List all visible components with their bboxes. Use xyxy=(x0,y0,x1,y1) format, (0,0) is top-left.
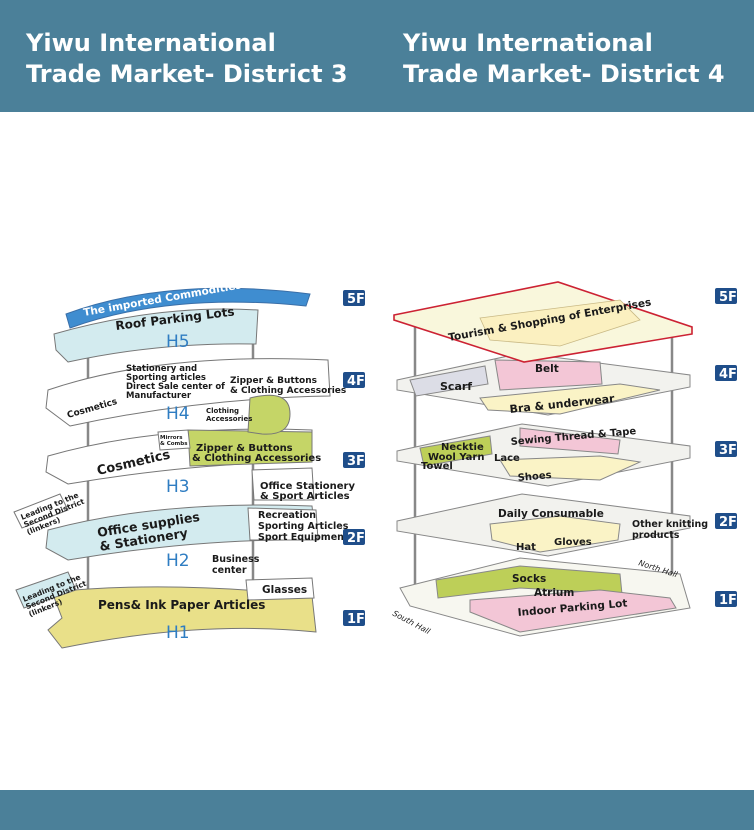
floor-badge: 1F xyxy=(715,591,737,608)
district-4-title: Yiwu International Trade Market- Distric… xyxy=(403,29,725,88)
d4-floor-3: Necktie Wool Yarn Towel Lace Sewing Thre… xyxy=(396,423,691,487)
wool-yarn-label: Wool Yarn xyxy=(428,452,484,463)
d4-floor-badges: 5F 4F 3F 2F 1F xyxy=(715,288,737,608)
d4-floor-4: Scarf Belt Bra & underwear xyxy=(396,352,691,416)
recreation-label: Recreation Sporting Articles Sport Equip… xyxy=(258,510,352,543)
zipper-3f-label: Zipper & Buttons & Clothing Accessories xyxy=(192,443,321,464)
recreation-area xyxy=(247,507,319,541)
district-3-title: Yiwu International Trade Market- Distric… xyxy=(26,29,348,88)
svg-text:3F: 3F xyxy=(719,443,737,458)
footer-bar xyxy=(0,790,754,830)
zipper-4f-label: Zipper & Buttons & Clothing Accessories xyxy=(230,376,346,396)
office-stationery-area xyxy=(251,467,315,501)
indoor-parking-area xyxy=(469,589,677,633)
scarf-area xyxy=(409,365,489,397)
hat-label: Hat xyxy=(516,542,536,553)
svg-text:1F: 1F xyxy=(347,612,365,627)
hall-h3-label: H3 xyxy=(166,477,190,497)
south-hall-label: South Hall xyxy=(391,609,432,637)
hall-h4-label: H4 xyxy=(166,404,190,424)
glasses-label: Glasses xyxy=(262,584,307,596)
socks-label: Socks xyxy=(512,573,546,585)
d4-floor-5: Tourism & Shopping of Enterprises xyxy=(393,281,693,363)
floor-badge: 4F xyxy=(343,372,365,389)
other-knitting-label: Other knitting products xyxy=(632,519,711,541)
necktie-label: Necktie xyxy=(441,442,484,453)
glasses-area xyxy=(245,577,315,601)
mirrors-area xyxy=(157,429,191,451)
svg-text:3F: 3F xyxy=(347,454,365,469)
belt-label: Belt xyxy=(535,363,559,375)
district-4-diagram: Socks Atrium Indoor Parking Lot North Ha… xyxy=(391,281,711,637)
floor-1-pens-area xyxy=(47,586,317,649)
roof-parking-area xyxy=(53,308,259,363)
floor-badge: 2F xyxy=(343,529,365,546)
necktie-area xyxy=(419,435,493,467)
hall-h1-label: H1 xyxy=(166,623,190,643)
floor-diagrams: Leading to the Second District (linkers)… xyxy=(13,274,737,649)
shoes-label: Shoes xyxy=(517,470,552,484)
floor-badge: 1F xyxy=(343,610,365,627)
floor-badge: 3F xyxy=(343,452,365,469)
header-banner: Yiwu International Trade Market- Distric… xyxy=(0,0,754,112)
daily-consumable-label: Daily Consumable xyxy=(498,508,604,520)
d3-floor-4: Cosmetics Stationery and Sporting articl… xyxy=(45,358,346,435)
svg-text:2F: 2F xyxy=(719,515,737,530)
floor-badge: 4F xyxy=(715,365,737,382)
d4-floor-2: Daily Consumable Hat Gloves Other knitti… xyxy=(396,493,711,557)
svg-text:5F: 5F xyxy=(719,290,737,305)
stationery-4f-label: Stationery and Sporting articles Direct … xyxy=(126,364,228,401)
belt-area xyxy=(494,359,603,391)
d4-floor-1: Socks Atrium Indoor Parking Lot North Ha… xyxy=(391,557,691,637)
floor-badge: 3F xyxy=(715,441,737,458)
link-corridor-2f xyxy=(13,493,69,529)
imported-mall-area xyxy=(65,287,311,329)
link-corridor-1f xyxy=(15,571,77,609)
d3-floor-2: Leading to the Second District (linkers)… xyxy=(13,490,352,576)
hat-gloves-area xyxy=(489,515,621,553)
svg-text:4F: 4F xyxy=(347,374,365,389)
district-3-diagram: Leading to the Second District (linkers)… xyxy=(13,274,359,649)
d3-floor-3: Cosmetics Mirrors & Combs Zipper & Butto… xyxy=(45,428,359,502)
clothing-4f-label: Clothing Accessories xyxy=(206,407,252,423)
pens-label: Pens& Ink Paper Articles xyxy=(98,598,265,612)
mirrors-label: Mirrors & Combs xyxy=(160,435,188,447)
sewing-area xyxy=(519,427,621,455)
bra-area xyxy=(479,383,661,415)
shoes-area xyxy=(499,455,642,481)
towel-label: Towel xyxy=(421,461,453,472)
d3-floor-5: The imported Commodities Mall Roof Parki… xyxy=(53,274,311,363)
gloves-label: Gloves xyxy=(554,537,592,548)
floor-5-grid xyxy=(479,299,641,347)
hall-h2-label: H2 xyxy=(166,551,190,571)
floor-badge: 5F xyxy=(343,290,365,307)
svg-text:1F: 1F xyxy=(719,593,737,608)
d3-floor-badges: 5F 4F 3F 2F 1F xyxy=(343,290,365,627)
floor-badge: 2F xyxy=(715,513,737,530)
d3-floor-1: Leading to the Second District (linkers)… xyxy=(15,571,317,649)
office-sport-label: Office Stationery & Sport Articles xyxy=(260,481,359,502)
clothing-4f-area xyxy=(247,394,291,435)
business-center-label: Business center xyxy=(212,554,263,576)
floor-4-area xyxy=(45,358,331,427)
scarf-label: Scarf xyxy=(440,380,472,393)
svg-text:5F: 5F xyxy=(347,292,365,307)
atrium-label: Atrium xyxy=(534,587,574,599)
floor-badge: 5F xyxy=(715,288,737,305)
svg-text:2F: 2F xyxy=(347,531,365,546)
svg-text:4F: 4F xyxy=(719,367,737,382)
hall-h5-label: H5 xyxy=(166,332,190,352)
lace-label: Lace xyxy=(494,453,520,464)
